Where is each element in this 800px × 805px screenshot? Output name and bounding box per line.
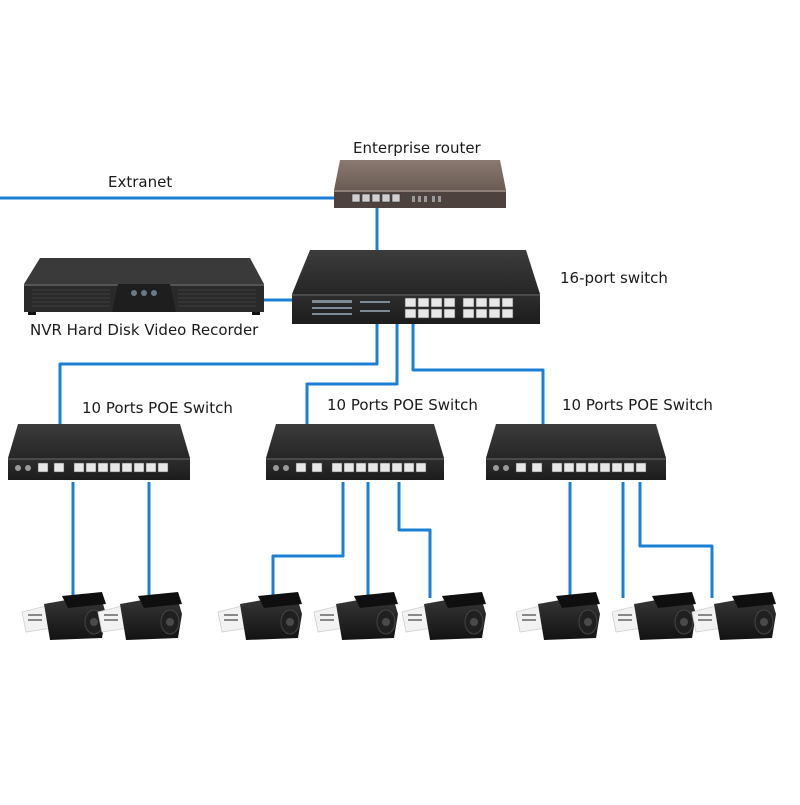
bullet-camera-icon xyxy=(97,592,182,640)
switch-to-poe-right-cable xyxy=(411,322,545,466)
poe-middle-label: 10 Ports POE Switch xyxy=(327,396,478,414)
poe-switch-right-icon xyxy=(486,424,666,480)
extranet-label: Extranet xyxy=(108,173,173,191)
switch-16-port-icon xyxy=(292,250,540,324)
poe-middle-camera-cable-1 xyxy=(271,482,345,598)
bullet-camera-icon xyxy=(313,592,398,640)
poe-right-label: 10 Ports POE Switch xyxy=(562,396,713,414)
router-icon xyxy=(334,160,506,208)
bullet-camera-icon xyxy=(21,592,106,640)
poe-right-camera-cable-3 xyxy=(638,482,714,598)
switch-16-port-label: 16-port switch xyxy=(560,269,668,287)
poe-switch-left-icon xyxy=(8,424,190,480)
router-label: Enterprise router xyxy=(353,139,481,157)
poe-switch-middle-icon xyxy=(266,424,444,480)
cable-layer xyxy=(0,196,714,598)
bullet-camera-icon xyxy=(691,592,776,640)
camera-layer xyxy=(21,592,776,640)
nvr-recorder-icon xyxy=(24,258,264,315)
switch-to-poe-left-cable xyxy=(58,322,379,466)
bullet-camera-icon xyxy=(401,592,486,640)
poe-left-label: 10 Ports POE Switch xyxy=(82,399,233,417)
bullet-camera-icon xyxy=(611,592,696,640)
bullet-camera-icon xyxy=(515,592,600,640)
nvr-label: NVR Hard Disk Video Recorder xyxy=(30,321,259,339)
poe-middle-camera-cable-3 xyxy=(397,482,432,598)
bullet-camera-icon xyxy=(217,592,302,640)
